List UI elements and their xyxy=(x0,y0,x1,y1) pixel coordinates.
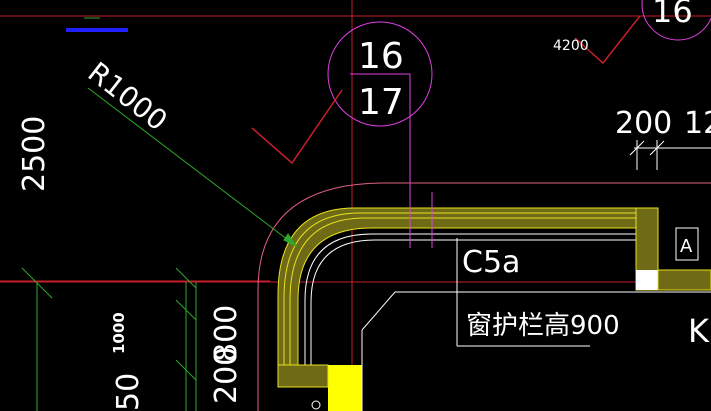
dim-50-label: 50 xyxy=(111,373,146,411)
dim-12-top: 12 xyxy=(684,106,711,141)
window-code-label: C5a xyxy=(462,245,520,280)
dim-1000-label: 1000 xyxy=(110,312,128,354)
dim-200-top: 200 xyxy=(615,106,672,141)
tag-a-label: A xyxy=(680,236,693,257)
window-note-label: 窗护栏高900 xyxy=(466,311,620,341)
wall-base-block xyxy=(277,364,329,388)
dimension-ticks-top xyxy=(629,140,711,170)
blue-bar xyxy=(66,28,128,32)
axis-number-16: 16 xyxy=(358,36,404,77)
axis-number-16-corner: 16 xyxy=(652,0,693,30)
radius-leader xyxy=(87,87,298,248)
axis-bubble-corner xyxy=(641,0,711,41)
axis-number-17: 17 xyxy=(358,82,404,123)
axis-bubble-16-17 xyxy=(327,21,433,248)
yellow-column-block xyxy=(328,365,362,411)
section-marks xyxy=(251,15,641,165)
dim-800-label: 800 xyxy=(209,305,244,362)
window-tag-box xyxy=(675,227,699,261)
outer-wall-arc xyxy=(257,182,711,411)
elevation-4200-label: 4200 xyxy=(553,38,589,54)
radius-label: R1000 xyxy=(82,56,174,138)
dimension-ticks-left xyxy=(21,267,197,411)
window-outline xyxy=(361,238,711,411)
wall-lines xyxy=(283,212,640,365)
wall-inner-white xyxy=(304,233,640,365)
wall-band-right xyxy=(657,269,711,291)
small-circle-marker xyxy=(311,400,321,410)
dim-200-label-bottom: 200 xyxy=(209,347,244,404)
curved-wall-fill xyxy=(277,207,641,366)
dim-2500-label: 2500 xyxy=(17,116,52,192)
column-white-patch xyxy=(636,270,658,290)
tag-k-label: K xyxy=(688,312,710,350)
